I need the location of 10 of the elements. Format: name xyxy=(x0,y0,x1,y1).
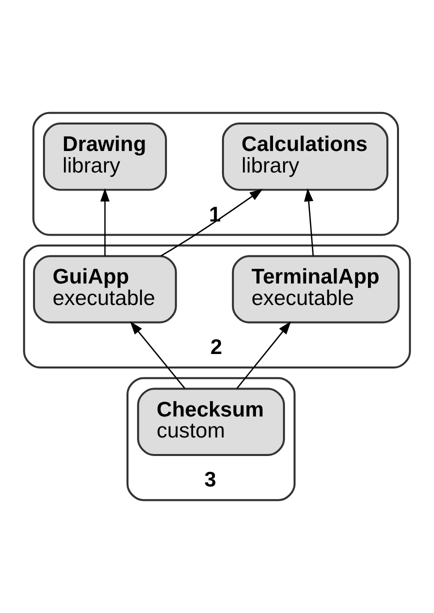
arrow xyxy=(304,188,314,256)
arrow xyxy=(160,188,263,257)
node-box: GuiApp executable xyxy=(33,255,177,324)
node-box: Drawing library xyxy=(42,122,167,191)
node-box: TerminalApp executable xyxy=(232,255,400,324)
node-box: Checksum custom xyxy=(137,388,285,456)
arrow xyxy=(236,321,292,389)
arrow xyxy=(100,188,110,256)
arrow xyxy=(130,321,186,389)
node-box: Calculations library xyxy=(222,122,388,191)
